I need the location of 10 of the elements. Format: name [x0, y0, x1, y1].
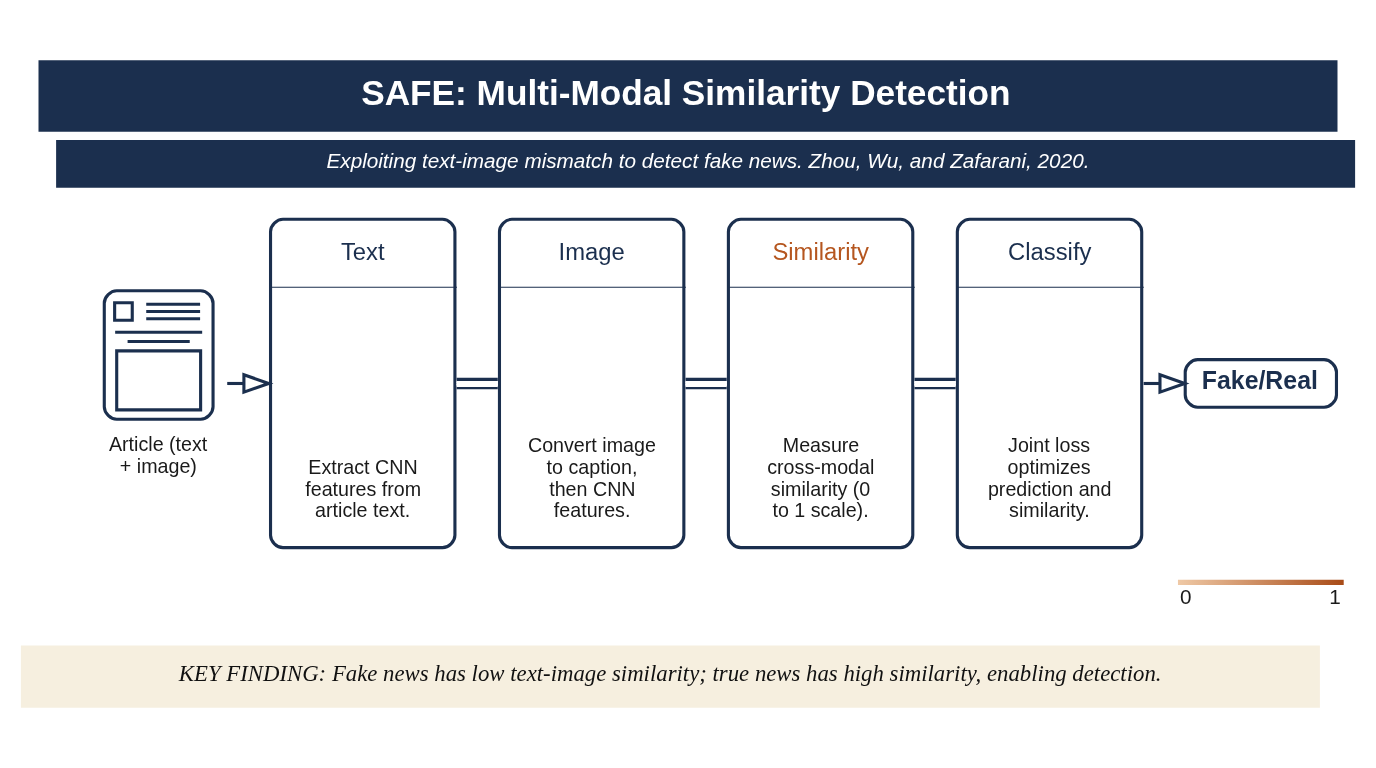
label: 1 [1329, 584, 1341, 608]
label: Exploiting text-image mismatch to detect fake news. Zhou, Wu, and Zafarani, 2020. [326, 149, 1090, 173]
connector [914, 377, 956, 390]
label: 0 [1180, 584, 1192, 608]
node-box: Fake/Real [1183, 358, 1338, 409]
caption: KEY FINDING: Fake news has low text-image similarity; true news has high similarity, enabling detection. [178, 661, 1162, 687]
connector [456, 377, 498, 390]
node-label: Article (text + image) [108, 433, 208, 477]
diagram-title: SAFE: Multi-Modal Similarity Detection [361, 72, 1011, 112]
connector [685, 377, 727, 390]
